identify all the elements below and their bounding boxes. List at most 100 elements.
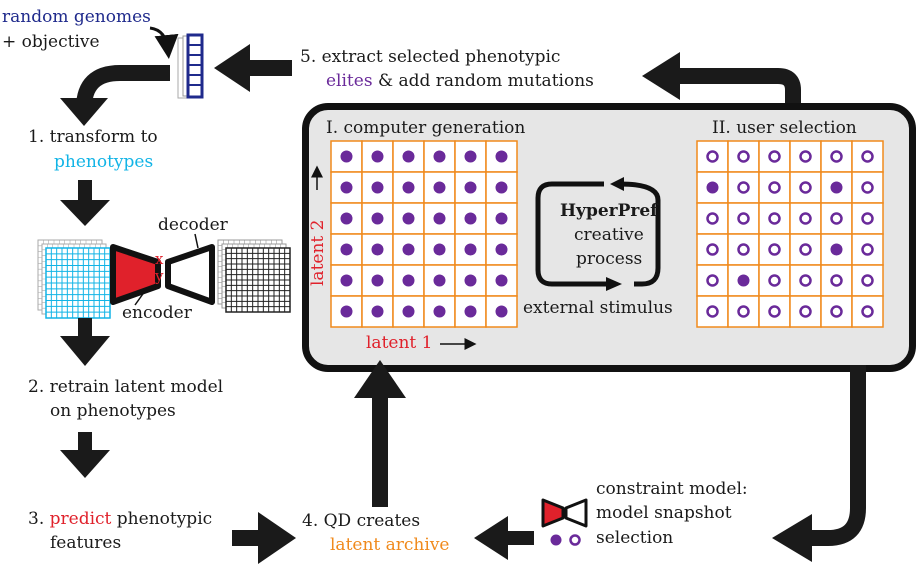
elite-dot	[433, 274, 446, 287]
unselected-dot	[768, 212, 781, 225]
constraint-line1: constraint model:	[596, 479, 748, 499]
arrow-elites-to-genomes	[214, 44, 292, 92]
arrow-genomes-to-phenotypes	[60, 65, 170, 126]
unselected-dot	[799, 243, 812, 256]
phenotype-grid-stack-icon	[37, 239, 111, 319]
computer-generation-title: I. computer generation	[326, 118, 526, 138]
arrow-qd-to-generation	[354, 360, 406, 507]
latent-y-label: y	[155, 267, 164, 285]
step5-rest: & add random mutations	[377, 71, 594, 91]
constraint-line3: selection	[596, 528, 674, 548]
elite-dot	[433, 243, 446, 256]
step5-line1: 5. extract selected phenotypic	[300, 47, 561, 67]
hyperpref-title: HyperPref	[560, 201, 658, 221]
elite-dot	[464, 150, 477, 163]
unselected-dot	[830, 150, 843, 163]
elite-dot	[402, 212, 415, 225]
decoded-grid-stack-icon	[217, 239, 291, 313]
random-genomes-label: random genomes	[2, 7, 151, 27]
elite-dot	[371, 181, 384, 194]
elite-dot	[371, 274, 384, 287]
elite-dot	[340, 274, 353, 287]
selected-dot	[830, 243, 843, 256]
latent1-label: latent 1	[366, 333, 433, 353]
external-stimulus-label: external stimulus	[523, 298, 673, 318]
unselected-dot	[861, 274, 874, 287]
elite-dot	[340, 150, 353, 163]
latent-x-label: x	[155, 250, 164, 268]
elite-dot	[402, 243, 415, 256]
unselected-dot	[706, 212, 719, 225]
elite-dot	[402, 274, 415, 287]
creative-label: creative	[574, 225, 644, 245]
user-selection-grid	[696, 140, 884, 328]
unselected-dot	[830, 305, 843, 318]
elite-dot	[495, 243, 508, 256]
encoder-label: encoder	[122, 303, 192, 323]
arrow-selection-to-constraint	[772, 365, 866, 562]
unselected-dot	[706, 305, 719, 318]
constraint-model-icon	[541, 498, 588, 546]
unselected-dot	[737, 305, 750, 318]
step2-line1: 2. retrain latent model	[28, 377, 224, 397]
decoder-label: decoder	[158, 215, 228, 235]
step4-line1: 4. QD creates	[302, 511, 421, 531]
elite-dot	[340, 212, 353, 225]
arrow-autoencoder-down	[60, 318, 110, 366]
arrow-selection-to-elites	[642, 52, 801, 103]
unselected-dot	[861, 181, 874, 194]
arrow-retrain-down	[60, 432, 110, 478]
unselected-dot	[737, 150, 750, 163]
constraint-line2: model snapshot	[596, 503, 732, 523]
unselected-dot	[799, 150, 812, 163]
unselected-dot	[799, 305, 812, 318]
selected-dot	[706, 181, 719, 194]
elite-dot	[433, 150, 446, 163]
elite-dot	[371, 150, 384, 163]
selection-grid-cell	[789, 264, 822, 297]
arrow-constraint-to-qd	[474, 516, 534, 560]
step1-label: 1. transform to	[28, 127, 158, 147]
step3-rest: phenotypic	[116, 509, 213, 529]
step3-predict: predict	[49, 509, 112, 529]
elite-dot	[433, 305, 446, 318]
elite-dot	[495, 181, 508, 194]
step5-elites: elites	[326, 71, 373, 91]
selection-grid-cell	[727, 202, 760, 235]
latent2-label: latent 2	[308, 219, 328, 286]
unselected-dot	[768, 274, 781, 287]
unselected-dot	[861, 212, 874, 225]
genome-stack-icon	[177, 33, 204, 99]
process-label: process	[576, 249, 643, 269]
step3-line2: features	[50, 533, 122, 553]
unselected-dot	[768, 243, 781, 256]
unselected-dot	[799, 181, 812, 194]
elite-dot	[402, 150, 415, 163]
elite-dot	[340, 305, 353, 318]
unselected-dot	[799, 212, 812, 225]
computer-generation-grid	[330, 140, 518, 328]
unselected-dot	[799, 274, 812, 287]
unselected-dot	[768, 181, 781, 194]
elite-dot	[464, 181, 477, 194]
unselected-dot	[830, 212, 843, 225]
elite-dot	[433, 181, 446, 194]
step4-latent-archive: latent archive	[330, 535, 450, 555]
unselected-dot	[861, 243, 874, 256]
unselected-dot	[737, 181, 750, 194]
elite-dot	[340, 181, 353, 194]
elite-dot	[495, 150, 508, 163]
step3-line1: 3. predict phenotypic	[28, 508, 212, 530]
elite-dot	[464, 243, 477, 256]
elite-dot	[340, 243, 353, 256]
elite-dot	[371, 243, 384, 256]
step1-phenotypes: phenotypes	[54, 152, 154, 172]
unselected-dot	[737, 243, 750, 256]
elite-dot	[495, 274, 508, 287]
elite-dot	[371, 305, 384, 318]
autoencoder-icon	[110, 233, 215, 306]
elite-dot	[402, 181, 415, 194]
unselected-dot	[706, 243, 719, 256]
unselected-dot	[861, 305, 874, 318]
